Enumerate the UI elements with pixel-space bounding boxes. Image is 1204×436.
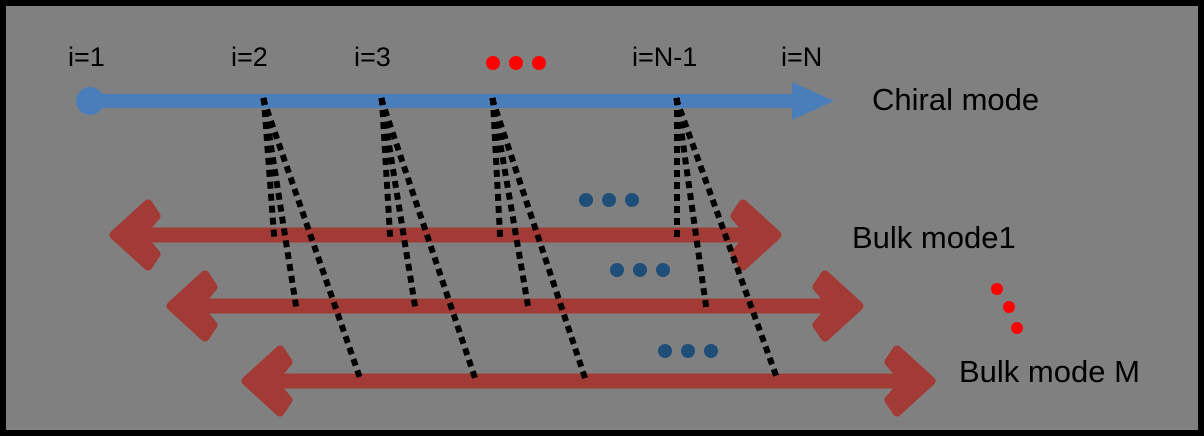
chiral-mode-arrowhead — [792, 82, 834, 120]
blue-ellipsis-middle-dot-1 — [633, 263, 647, 277]
bulk-mode-2-left-arrowhead — [166, 270, 218, 342]
chiral-ellipsis-dot-0 — [486, 56, 500, 70]
bulk-ellipsis-dot-1 — [1003, 301, 1015, 313]
chiral-ellipsis-dot-1 — [509, 56, 523, 70]
diagram-canvas — [76, 56, 1023, 417]
blue-ellipsis-upper-dot-1 — [602, 193, 616, 207]
coupling-line-2-0 — [489, 97, 504, 239]
chiral-mode-label: Chiral mode — [872, 82, 1040, 117]
bulk-mode-m-right-arrowhead — [884, 345, 936, 417]
blue-ellipsis-middle-dot-0 — [610, 263, 624, 277]
site-label-1: i=2 — [231, 42, 268, 72]
coupling-line-1-2 — [378, 97, 480, 385]
bulk-mode-2-right-arrowhead — [812, 270, 864, 342]
bulk-mode-1-right-arrowhead — [730, 199, 782, 271]
coupling-line-3-1 — [673, 97, 710, 310]
coupling-line-0-1 — [260, 97, 300, 310]
site-label-2: i=3 — [354, 42, 391, 72]
bulk-mode-1-label: Bulk mode1 — [852, 220, 1016, 255]
blue-ellipsis-middle-dot-2 — [656, 263, 670, 277]
bulk-ellipsis-dot-2 — [1011, 322, 1023, 334]
chiral-ellipsis-dot-2 — [532, 56, 546, 70]
bulk-mode-1-left-arrowhead — [109, 199, 161, 271]
bulk-mode-m-label: Bulk mode M — [959, 354, 1140, 389]
blue-ellipsis-lower-dot-0 — [658, 344, 672, 358]
coupling-line-3-2 — [673, 97, 782, 385]
blue-ellipsis-upper-dot-2 — [625, 193, 639, 207]
site-label-4: i=N — [781, 42, 823, 72]
blue-ellipsis-lower-dot-1 — [681, 344, 695, 358]
coupling-line-1-1 — [378, 97, 419, 310]
bulk-mode-1-shaft — [142, 227, 749, 243]
bulk-mode-m-shaft — [274, 373, 903, 389]
bulk-ellipsis-dot-0 — [991, 283, 1003, 295]
bulk-mode-2-shaft — [199, 298, 831, 314]
coupling-line-2-2 — [489, 97, 590, 385]
chiral-mode-start-dot — [76, 87, 104, 115]
site-label-0: i=1 — [68, 42, 105, 72]
site-label-3: i=N-1 — [632, 42, 698, 72]
chiral-mode-line — [90, 94, 796, 108]
coupling-line-0-2 — [260, 97, 365, 385]
blue-ellipsis-upper-dot-0 — [579, 193, 593, 207]
bulk-mode-m-left-arrowhead — [241, 345, 293, 417]
coupling-line-2-1 — [489, 97, 532, 310]
blue-ellipsis-lower-dot-2 — [704, 344, 718, 358]
